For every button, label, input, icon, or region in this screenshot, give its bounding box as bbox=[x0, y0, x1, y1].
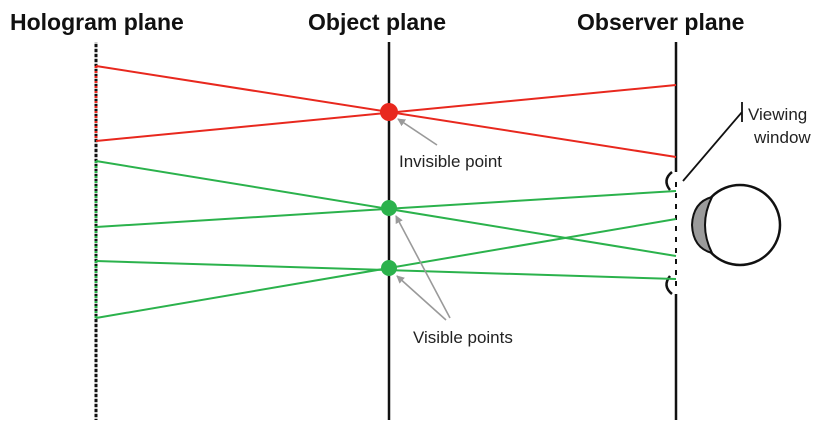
visible-point-arrow-lower bbox=[396, 275, 447, 321]
hologram-plane-title: Hologram plane bbox=[10, 9, 184, 35]
eye-lens bbox=[690, 195, 714, 255]
invisible-point-marker bbox=[380, 103, 398, 121]
visible-points-label: Visible points bbox=[413, 328, 513, 347]
visible-point-arrow-upper bbox=[395, 215, 451, 319]
viewing-window-leader bbox=[682, 102, 743, 182]
observer-plane-title: Observer plane bbox=[577, 9, 744, 35]
visible-point-marker-lower bbox=[381, 260, 397, 276]
invisible-point-arrow bbox=[397, 118, 438, 146]
viewing-window-label-line2: window bbox=[753, 128, 811, 147]
viewing-window-label-line1: Viewing bbox=[748, 105, 807, 124]
window-bracket-bottom bbox=[665, 275, 673, 295]
eye-icon bbox=[690, 183, 782, 267]
visible-point-marker-upper bbox=[381, 200, 397, 216]
invisible-point-label: Invisible point bbox=[399, 152, 502, 171]
object-plane-title: Object plane bbox=[308, 9, 446, 35]
window-bracket-top bbox=[665, 171, 673, 191]
